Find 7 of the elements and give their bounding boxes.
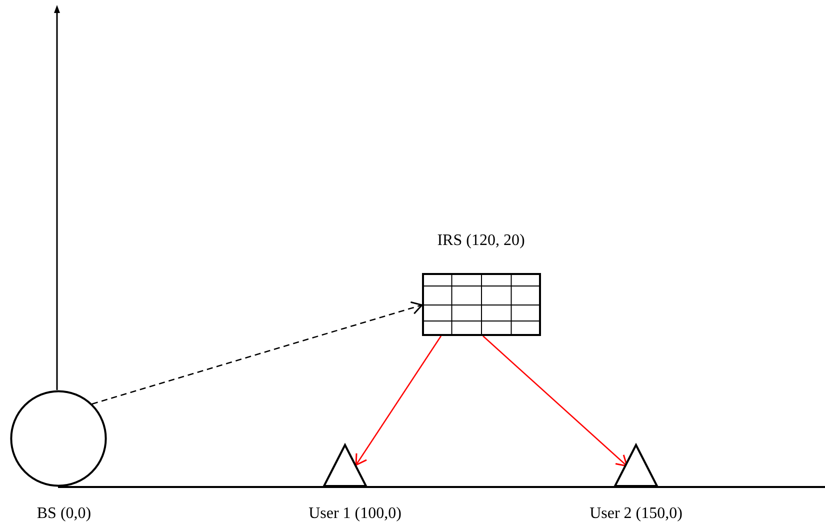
node-label: User 1 (100,0)	[308, 505, 402, 523]
node-label: BS (0,0)	[36, 505, 92, 523]
node-label: User 2 (150,0)	[590, 505, 682, 523]
node-label: IRS (120, 20)	[437, 232, 525, 250]
arrow	[482, 336, 628, 467]
arrow	[355, 336, 442, 466]
arrow	[92, 301, 423, 405]
